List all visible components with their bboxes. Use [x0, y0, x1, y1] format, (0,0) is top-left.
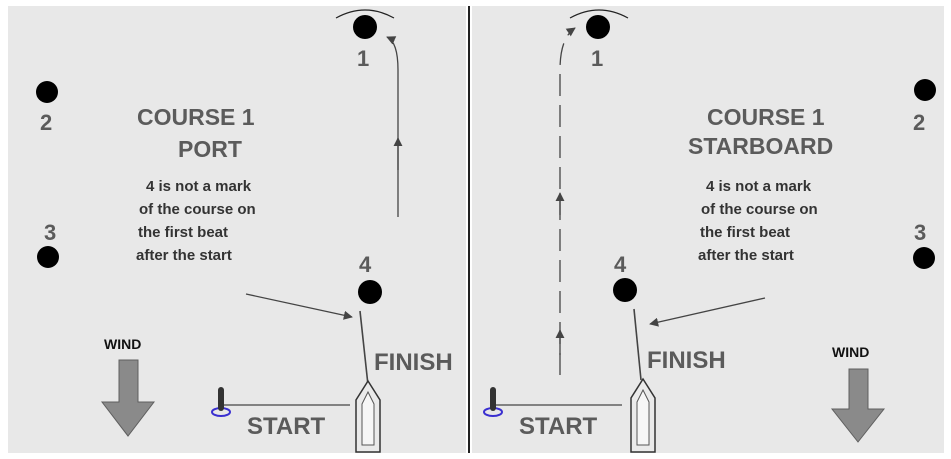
left-mark-4 [358, 280, 382, 304]
right-course-line [559, 27, 576, 375]
left-mark1-rounding-arc [335, 9, 395, 19]
right-mark-3-label: 3 [914, 220, 926, 245]
left-panel-background [8, 6, 466, 453]
right-title-line2: STARBOARD [688, 133, 833, 159]
right-mark1-rounding-arc [569, 9, 629, 19]
left-note-line-1: 4 is not a mark [146, 178, 252, 195]
left-note-line-4: after the start [136, 247, 232, 264]
right-mark-4-label: 4 [614, 252, 627, 277]
right-mark-1-label: 1 [591, 46, 603, 71]
left-wind-label: WIND [104, 336, 141, 352]
right-pin-buoy [490, 387, 496, 411]
left-mark-2 [36, 81, 58, 103]
right-note-line-4: after the start [698, 247, 794, 264]
left-mark-2-label: 2 [40, 110, 52, 135]
left-course-line [386, 36, 399, 217]
right-start-label: START [519, 413, 598, 440]
left-wind-arrow [100, 359, 156, 437]
right-mark-2-label: 2 [913, 110, 925, 135]
left-panel: 1 2 3 COURSE 1 PORT 4 is not a mark of t… [36, 9, 453, 453]
left-mark-1-label: 1 [357, 46, 369, 71]
right-wind-arrow [830, 368, 886, 443]
right-finish-line [633, 308, 642, 381]
left-title-line2: PORT [178, 136, 242, 162]
right-mark-3 [913, 247, 935, 269]
left-start-label: START [247, 413, 326, 440]
right-committee-boat-cabin [636, 388, 650, 446]
left-note-line-2: of the course on [139, 201, 256, 218]
right-title-line1: COURSE 1 [707, 104, 825, 130]
right-mark-1 [586, 15, 610, 39]
left-committee-boat-cabin [361, 390, 375, 446]
left-mark-3 [37, 246, 59, 268]
left-finish-line [359, 310, 369, 386]
left-mark-4-label: 4 [359, 252, 372, 277]
right-mark-4 [613, 278, 637, 302]
right-note-line-3: the first beat [700, 224, 790, 241]
left-finish-label: FINISH [374, 349, 453, 376]
left-mark-3-label: 3 [44, 220, 56, 245]
right-wind-label: WIND [832, 344, 869, 360]
right-finish-label: FINISH [647, 347, 726, 374]
left-note-line-3: the first beat [138, 224, 228, 241]
right-finish-arrow [649, 297, 766, 327]
left-mark-1 [353, 15, 377, 39]
left-pin-buoy [218, 387, 224, 411]
left-title-line1: COURSE 1 [137, 104, 255, 130]
right-note-line-1: 4 is not a mark [706, 178, 812, 195]
right-note-line-2: of the course on [701, 201, 818, 218]
left-finish-arrow [245, 293, 353, 320]
right-mark-2 [914, 79, 936, 101]
right-panel: 1 2 3 COURSE 1 STARBOARD 4 is not a mark… [483, 9, 936, 453]
